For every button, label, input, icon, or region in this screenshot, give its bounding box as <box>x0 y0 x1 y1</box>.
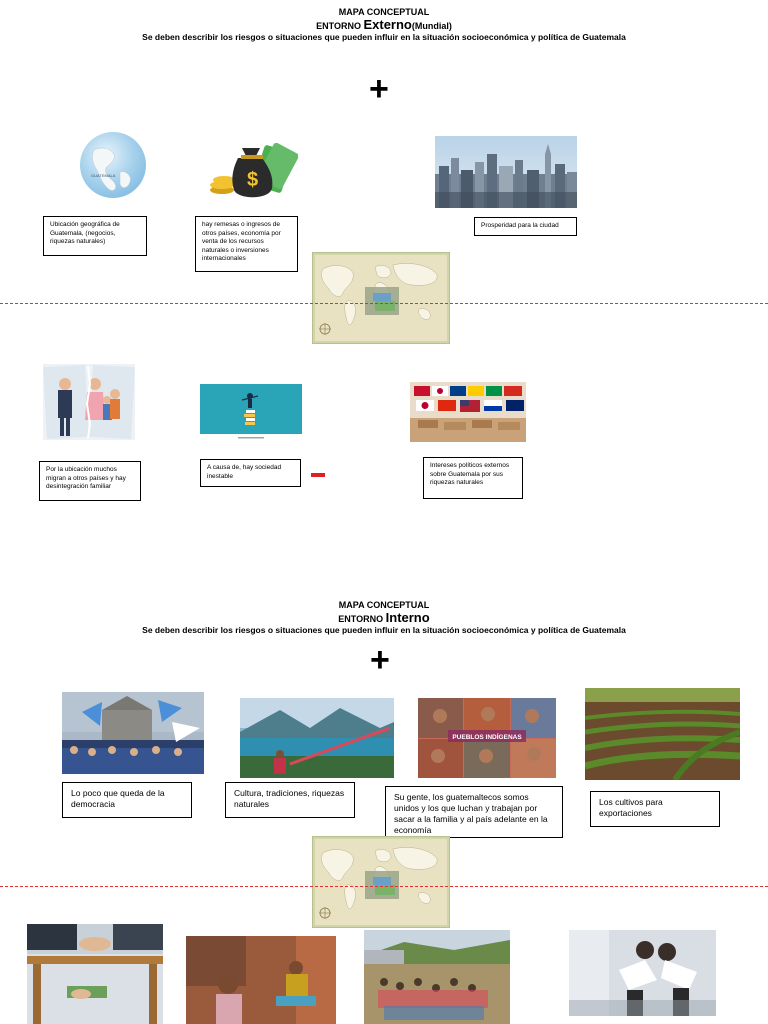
money-bag-image: $ <box>208 138 298 204</box>
external-positive-box-3: Prosperidad para la ciudad <box>474 217 577 236</box>
poverty-children-image <box>186 936 336 1024</box>
external-positive-box-1: Ubicación geográfica de Guatemala, (nego… <box>43 216 147 256</box>
internal-positive-box-3: Su gente, los guatemaltecos somos unidos… <box>385 786 563 838</box>
external-subtitle: Se deben describir los riesgos o situaci… <box>142 32 626 42</box>
world-map-image-bottom <box>312 836 450 928</box>
globe-label: GUATEMALA <box>91 173 116 178</box>
external-negative-box-1: Por la ubicación muchos migran a otros p… <box>39 461 141 501</box>
internal-positive-box-2: Cultura, tradiciones, riquezas naturales <box>225 782 355 818</box>
internal-title: MAPA CONCEPTUAL <box>338 600 430 610</box>
external-divider-line <box>0 303 768 304</box>
school-outdoor-class-image <box>364 930 510 1024</box>
internal-entorno: ENTORNO Interno <box>338 610 430 625</box>
minus-sign <box>311 473 325 477</box>
external-plus-sign: + <box>369 70 389 108</box>
family-photo-image <box>43 364 135 440</box>
internal-subtitle: Se deben describir los riesgos o situaci… <box>142 625 626 635</box>
external-negative-box-2: A causa de, hay sociedad inestable <box>200 459 301 487</box>
city-skyline-image <box>435 136 577 208</box>
internal-plus-sign: + <box>370 641 390 679</box>
crop-field-image <box>585 688 740 780</box>
lake-landscape-image <box>240 698 394 778</box>
external-positive-box-2: hay remesas o ingresos de otros países, … <box>195 216 298 272</box>
globe-continents: GUATEMALA <box>91 147 131 191</box>
external-entorno: ENTORNO Externo(Mundial) <box>316 17 452 32</box>
internal-positive-box-1: Lo poco que queda de la democracia <box>62 782 192 818</box>
internal-positive-box-4: Los cultivos para exportaciones <box>590 791 720 827</box>
pueblos-banner: PUEBLOS INDÍGENAS <box>452 732 522 741</box>
external-header: MAPA CONCEPTUAL ENTORNO Externo(Mundial)… <box>0 7 768 42</box>
svg-text:$: $ <box>247 169 258 191</box>
world-map-image-top <box>312 252 450 344</box>
internal-divider-line <box>0 886 768 887</box>
external-negative-box-3: Intereses políticos externos sobre Guate… <box>423 457 523 499</box>
democracy-rally-image <box>62 692 204 774</box>
external-title: MAPA CONCEPTUAL <box>338 7 430 17</box>
internal-header: MAPA CONCEPTUAL ENTORNO Interno Se deben… <box>0 600 768 635</box>
unemployed-worry-image <box>569 930 716 1016</box>
pueblos-indigenas-image: PUEBLOS INDÍGENAS <box>418 698 556 778</box>
corruption-handshake-image <box>27 924 163 1024</box>
unstable-society-image <box>200 384 302 442</box>
globe-image: GUATEMALA <box>80 132 146 198</box>
world-flags-image <box>410 382 526 442</box>
